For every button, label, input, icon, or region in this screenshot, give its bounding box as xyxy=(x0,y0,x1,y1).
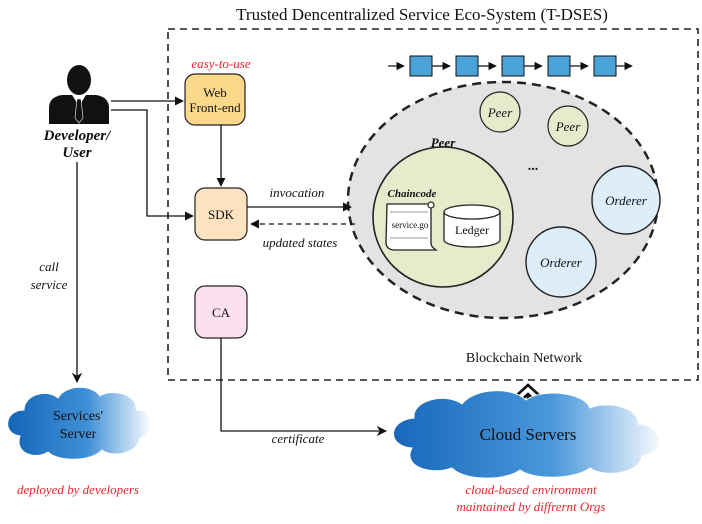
tdses-boundary xyxy=(167,28,699,381)
peer-small-label-1: Peer xyxy=(487,105,513,120)
sdk-node[interactable] xyxy=(194,187,248,241)
web-frontend-label-1: Web xyxy=(203,85,227,100)
service-go-scroll-icon xyxy=(385,201,439,251)
blockchain-network-label: Blockchain Network xyxy=(466,351,582,366)
call-service-label-2: service xyxy=(31,277,68,292)
certificate-label: certificate xyxy=(272,431,325,446)
cloud-servers-note-2: maintained by diffrernt Orgs xyxy=(457,499,606,514)
cloud-servers-note-1: cloud-based environment xyxy=(465,482,597,497)
block xyxy=(455,55,479,77)
peer-main-node xyxy=(372,146,514,288)
orderer-label-2: Orderer xyxy=(540,255,583,270)
easy-to-use-note: easy-to-use xyxy=(191,56,250,71)
ledger-label: Ledger xyxy=(455,223,489,237)
invocation-label: invocation xyxy=(270,185,325,200)
peer-small-node-1 xyxy=(479,91,521,133)
ledger-cylinder-icon xyxy=(443,204,501,248)
developer-user-icon xyxy=(49,65,109,124)
peer-small-node-2 xyxy=(547,105,589,147)
updated-states-label: updated states xyxy=(263,235,338,250)
peer-main-label: Peer xyxy=(431,135,456,150)
services-server-cloud xyxy=(7,386,153,460)
orderer-label-1: Orderer xyxy=(605,193,648,208)
diagram-title: Trusted Dencentralized Service Eco-Syste… xyxy=(236,5,608,24)
web-frontend-label-2: Front-end xyxy=(189,100,241,115)
peer-small-label-2: Peer xyxy=(555,119,581,134)
block xyxy=(501,55,525,77)
orderer-node-2 xyxy=(525,226,597,298)
user-label-line2: User xyxy=(62,145,91,161)
block xyxy=(409,55,433,77)
sdk-label: SDK xyxy=(208,207,235,222)
cloud-servers-label: Cloud Servers xyxy=(480,425,577,444)
orderer-node-1 xyxy=(591,165,661,235)
service-go-label: service.go xyxy=(392,220,429,230)
services-server-note: deployed by developers xyxy=(17,482,139,497)
cloud-servers-cloud xyxy=(393,390,661,479)
block-chain-strip xyxy=(388,55,633,77)
user-label-line1: Developer/ xyxy=(43,128,112,144)
ca-label: CA xyxy=(212,305,231,320)
block xyxy=(547,55,571,77)
web-frontend-node[interactable] xyxy=(184,73,246,126)
services-server-label-2: Server xyxy=(60,427,97,442)
services-server-label-1: Services' xyxy=(53,409,103,424)
ellipsis: ... xyxy=(528,159,539,174)
edge-ca-to-cloud xyxy=(220,338,388,437)
chaincode-label: Chaincode xyxy=(388,188,437,200)
call-service-label-1: call xyxy=(39,259,59,274)
block xyxy=(593,55,617,77)
edge-user-to-sdk xyxy=(111,109,194,221)
